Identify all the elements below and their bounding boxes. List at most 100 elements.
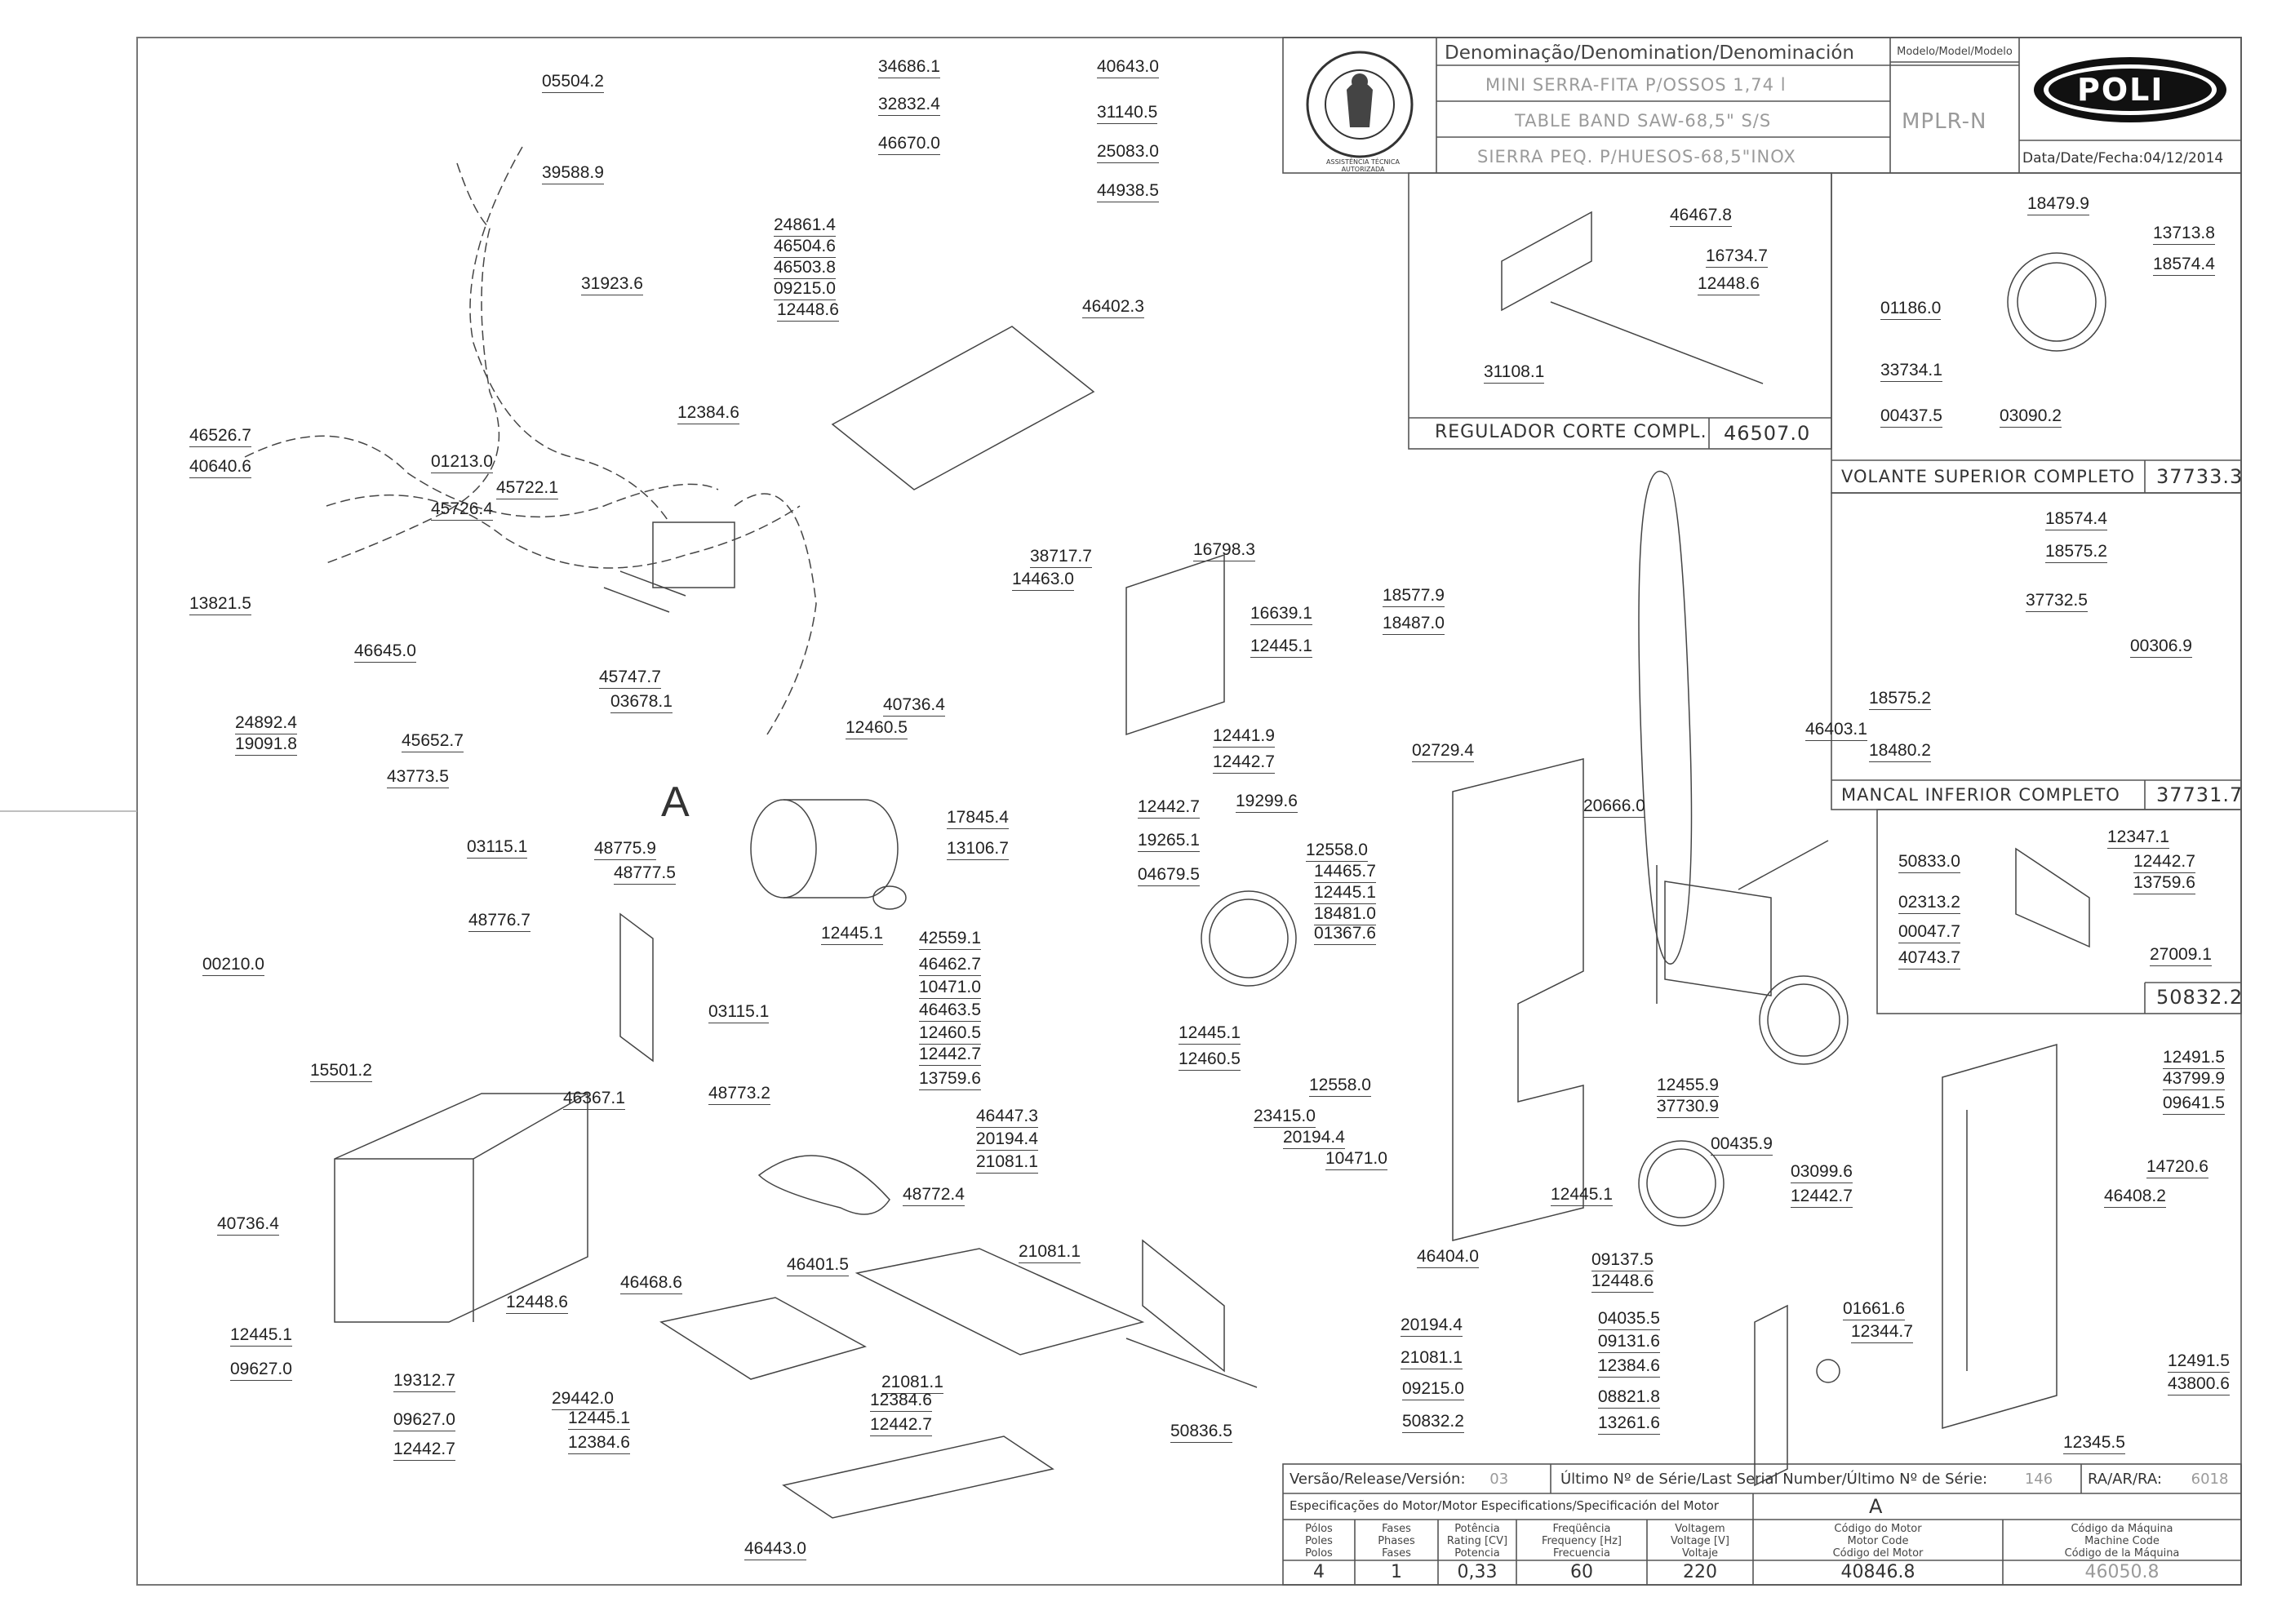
part-number-09215-0: 09215.0 — [1402, 1379, 1464, 1400]
part-number-19312-7: 19312.7 — [393, 1371, 455, 1392]
part-number-43799-9: 43799.9 — [2163, 1069, 2225, 1090]
val-frequency: 60 — [1570, 1562, 1593, 1582]
callout-letter-a: A — [661, 779, 690, 826]
part-number-03099-6: 03099.6 — [1791, 1162, 1853, 1183]
part-number-27009-1: 27009.1 — [2150, 945, 2212, 966]
part-number-01661-6: 01661.6 — [1843, 1299, 1905, 1320]
part-number-40743-7: 40743.7 — [1898, 948, 1960, 970]
part-number-32832-4: 32832.4 — [878, 95, 940, 116]
val-rating: 0,33 — [1457, 1562, 1498, 1582]
motor-spec-label: Especificações do Motor/Motor Especifica… — [1290, 1498, 1719, 1513]
part-number-12442-7: 12442.7 — [2133, 852, 2195, 873]
date-label: Data/Date/Fecha:04/12/2014 — [2022, 150, 2224, 166]
part-number-18480-2: 18480.2 — [1869, 741, 1931, 762]
product-name-es: SIERRA PEQ. P/HUESOS-68,5"INOX — [1477, 147, 1796, 166]
part-number-09641-5: 09641.5 — [2163, 1094, 2225, 1115]
part-number-18575-2: 18575.2 — [1869, 689, 1931, 710]
val-poles: 4 — [1313, 1562, 1325, 1582]
part-number-21081-1: 21081.1 — [881, 1373, 943, 1394]
part-number-50836-5: 50836.5 — [1170, 1422, 1232, 1443]
part-number-19091-8: 19091.8 — [235, 734, 297, 756]
part-number-39588-9: 39588.9 — [542, 163, 604, 184]
part-number-45652-7: 45652.7 — [402, 731, 464, 752]
part-number-43773-5: 43773.5 — [387, 767, 449, 788]
ra-label: RA/AR/RA: 6018 — [2088, 1471, 2229, 1488]
part-number-12345-5: 12345.5 — [2063, 1433, 2125, 1454]
part-number-46504-6: 46504.6 — [774, 237, 836, 258]
subassembly-title-regulador: REGULADOR CORTE COMPL. — [1435, 422, 1707, 442]
part-number-46462-7: 46462.7 — [919, 955, 981, 976]
part-number-08821-8: 08821.8 — [1598, 1387, 1660, 1409]
part-number-12442-7: 12442.7 — [1138, 797, 1200, 819]
part-number-12445-1: 12445.1 — [1250, 637, 1312, 658]
part-number-29442-0: 29442.0 — [552, 1389, 614, 1410]
part-number-19299-6: 19299.6 — [1236, 792, 1298, 813]
part-number-01367-6: 01367.6 — [1314, 924, 1376, 945]
part-number-20194-4: 20194.4 — [1401, 1316, 1463, 1337]
part-number-14463-0: 14463.0 — [1012, 570, 1074, 591]
part-number-12491-5: 12491.5 — [2163, 1048, 2225, 1069]
part-number-44938-5: 44938.5 — [1097, 181, 1159, 202]
part-number-40736-4: 40736.4 — [217, 1214, 279, 1236]
part-number-25083-0: 25083.0 — [1097, 142, 1159, 163]
part-number-12442-7: 12442.7 — [1791, 1187, 1853, 1208]
part-number-12445-1: 12445.1 — [821, 924, 883, 945]
part-number-50832-2: 50832.2 — [1402, 1412, 1464, 1433]
val-motor-code: 40846.8 — [1840, 1562, 1915, 1582]
val-voltage: 220 — [1683, 1562, 1717, 1582]
part-number-01186-0: 01186.0 — [1880, 299, 1942, 320]
part-number-12442-7: 12442.7 — [870, 1415, 932, 1436]
part-number-00437-5: 00437.5 — [1880, 406, 1942, 428]
part-number-13759-6: 13759.6 — [2133, 873, 2195, 894]
part-number-18479-9: 18479.9 — [2027, 194, 2089, 215]
part-number-46463-5: 46463.5 — [919, 1001, 981, 1022]
part-number-03115-1: 03115.1 — [708, 1002, 770, 1023]
part-number-20194-4: 20194.4 — [1283, 1128, 1345, 1149]
part-number-12445-1: 12445.1 — [568, 1409, 630, 1430]
part-number-03115-1: 03115.1 — [467, 837, 528, 859]
part-number-00435-9: 00435.9 — [1711, 1134, 1773, 1156]
part-number-40736-4: 40736.4 — [883, 695, 945, 717]
part-number-46503-8: 46503.8 — [774, 258, 836, 279]
part-number-12441-9: 12441.9 — [1213, 726, 1275, 748]
part-number-18574-4: 18574.4 — [2045, 509, 2107, 530]
part-number-46526-7: 46526.7 — [189, 426, 251, 447]
part-number-38717-7: 38717.7 — [1030, 547, 1092, 568]
subassembly-code-mancal: 37731.7 — [2156, 783, 2244, 806]
part-number-09627-0: 09627.0 — [393, 1410, 455, 1431]
subassembly-title-mancal: MANCAL INFERIOR COMPLETO — [1841, 785, 2120, 805]
val-machine-code: 46050.8 — [2084, 1562, 2160, 1582]
part-number-09137-5: 09137.5 — [1591, 1250, 1654, 1271]
part-number-12384-6: 12384.6 — [1598, 1356, 1660, 1378]
part-number-18575-2: 18575.2 — [2045, 542, 2107, 563]
part-number-46404-0: 46404.0 — [1417, 1247, 1479, 1268]
model-label: Modelo/Model/Modelo — [1897, 46, 2013, 58]
poli-logo — [2034, 57, 2226, 122]
part-number-12448-6: 12448.6 — [1591, 1271, 1654, 1293]
part-number-12460-5: 12460.5 — [846, 718, 908, 739]
part-number-09131-6: 09131.6 — [1598, 1332, 1660, 1353]
val-phases: 1 — [1391, 1562, 1402, 1582]
part-number-12445-1: 12445.1 — [1314, 883, 1376, 904]
part-number-12455-9: 12455.9 — [1657, 1076, 1719, 1097]
part-number-14720-6: 14720.6 — [2146, 1157, 2208, 1178]
version-label: Versão/Release/Versión: 03 — [1290, 1471, 1509, 1488]
part-number-04679-5: 04679.5 — [1138, 865, 1200, 886]
part-number-03090-2: 03090.2 — [2000, 406, 2062, 428]
part-number-46467-8: 46467.8 — [1670, 206, 1732, 227]
part-number-21081-1: 21081.1 — [976, 1152, 1038, 1174]
serial-label: Último Nº de Série/Last Serial Number/Úl… — [1560, 1471, 2053, 1488]
part-number-50833-0: 50833.0 — [1898, 852, 1960, 873]
part-number-13261-6: 13261.6 — [1598, 1413, 1660, 1435]
part-number-15501-2: 15501.2 — [310, 1061, 372, 1082]
part-number-13821-5: 13821.5 — [189, 594, 251, 615]
part-number-45722-1: 45722.1 — [496, 478, 558, 499]
part-number-40640-6: 40640.6 — [189, 457, 251, 478]
part-number-16734-7: 16734.7 — [1706, 246, 1768, 268]
part-number-12384-6: 12384.6 — [677, 403, 739, 424]
part-number-12442-7: 12442.7 — [1213, 752, 1275, 774]
part-number-12445-1: 12445.1 — [1551, 1185, 1613, 1206]
